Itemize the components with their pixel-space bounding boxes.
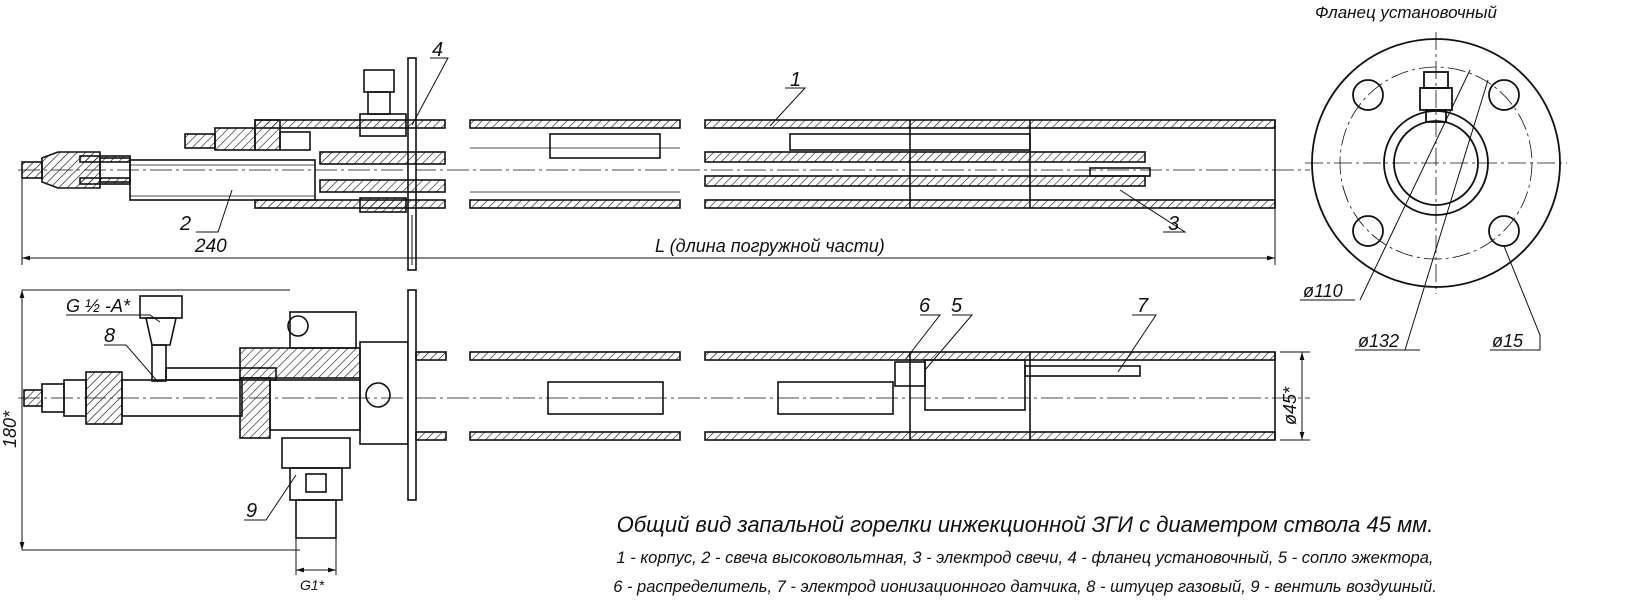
dim-d45: ø45*	[1280, 386, 1300, 425]
top-view	[18, 57, 1310, 271]
label-9: 9	[246, 500, 257, 522]
dim-180: 180*	[0, 410, 20, 448]
bottom-dimensions	[19, 289, 1310, 575]
label-7: 7	[1137, 295, 1149, 317]
caption-legend-line2: 6 - распределитель, 7 - электрод ионизац…	[613, 578, 1437, 596]
dim-d132: ø132	[1358, 331, 1399, 351]
caption-legend-line1: 1 - корпус, 2 - свеча высоковольтная, 3 …	[616, 549, 1434, 567]
label-4: 4	[432, 39, 443, 61]
label-5: 5	[951, 295, 963, 317]
caption-title: Общий вид запальной горелки инжекционной…	[616, 512, 1434, 537]
top-dimensions	[21, 57, 1276, 265]
dim-d15: ø15	[1492, 331, 1524, 351]
flange-title: Фланец установочный	[1315, 3, 1498, 22]
thread-g-half: G ½ -A*	[66, 296, 131, 316]
flange-view	[1305, 32, 1567, 294]
dim-240: 240	[194, 236, 227, 257]
dim-d110: ø110	[1303, 281, 1343, 301]
thread-g1: G1*	[300, 577, 325, 593]
bottom-view	[18, 289, 1310, 539]
label-1: 1	[790, 69, 801, 91]
label-6: 6	[919, 295, 931, 317]
flange-dimensions	[1300, 69, 1541, 351]
label-8: 8	[104, 325, 115, 347]
label-3: 3	[1168, 213, 1179, 235]
label-2: 2	[179, 213, 191, 235]
dim-length: L (длина погружной части)	[655, 236, 885, 256]
